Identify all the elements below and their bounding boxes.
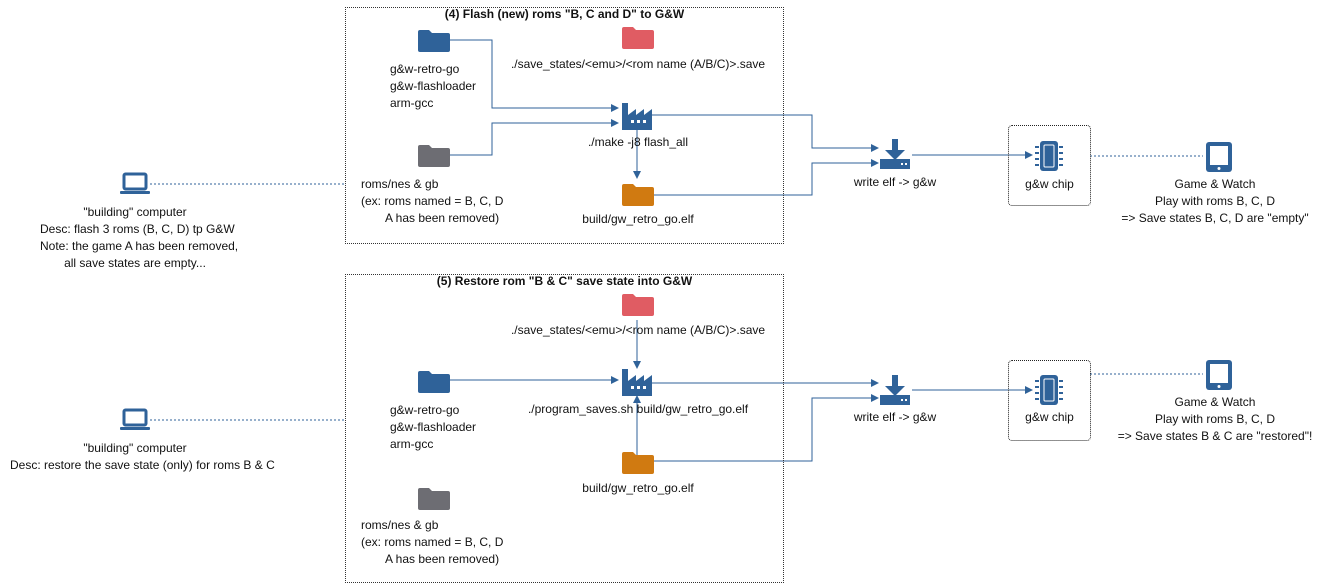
- laptop-icon: [120, 172, 150, 194]
- build-command-label: ./make -j8 flash_all: [587, 135, 689, 149]
- folder-icon: [622, 184, 654, 206]
- arrow-roms-to-build: [450, 119, 619, 156]
- section-flash-title: (4) Flash (new) roms "B, C and D" to G&W: [444, 7, 685, 21]
- arrow-elf-to-write-2: [652, 394, 879, 462]
- arrow-elf-to-write: [652, 159, 879, 196]
- repos-label: g&w-retro-go g&w-flashloader arm-gcc: [390, 62, 477, 110]
- folder-icon: [622, 452, 654, 474]
- save-states-label: ./save_states/<emu>/<rom name (A/B/C)>.s…: [510, 57, 766, 71]
- section-restore-title: (5) Restore rom "B & C" save state into …: [436, 274, 693, 288]
- tablet-icon: [1206, 360, 1232, 390]
- save-states-label: ./save_states/<emu>/<rom name (A/B/C)>.s…: [510, 323, 766, 337]
- write-elf-label: write elf -> g&w: [853, 410, 937, 424]
- laptop-icon: [120, 408, 150, 430]
- download-icon: [880, 375, 910, 405]
- download-icon: [880, 139, 910, 169]
- program-saves-label: ./program_saves.sh build/gw_retro_go.elf: [527, 402, 749, 416]
- section-flash-box: [345, 7, 784, 244]
- arrow-repos-to-build: [450, 39, 619, 112]
- section-restore-box: [345, 274, 784, 583]
- folder-icon: [418, 371, 450, 393]
- factory-icon: [622, 369, 652, 396]
- write-elf-label: write elf -> g&w: [853, 175, 937, 189]
- folder-icon: [622, 27, 654, 49]
- tablet-icon: [1206, 142, 1232, 172]
- repos-label: g&w-retro-go g&w-flashloader arm-gcc: [390, 403, 477, 451]
- game-watch-label: Game & Watch Play with roms B, C, D => S…: [1121, 177, 1309, 225]
- chip-label: g&w chip: [1025, 177, 1074, 191]
- elf-label: build/gw_retro_go.elf: [582, 212, 694, 226]
- chip-icon: [1035, 375, 1063, 405]
- roms-label: roms/nes & gb (ex: roms named = B, C, D …: [361, 177, 504, 225]
- folder-icon: [418, 30, 450, 52]
- elf-label: build/gw_retro_go.elf: [582, 481, 694, 495]
- arrow-build-to-write: [652, 114, 879, 152]
- folder-icon: [622, 294, 654, 316]
- gw-chip-box: [1008, 125, 1091, 206]
- gw-chip-box: [1008, 360, 1091, 441]
- folder-icon: [418, 145, 450, 167]
- roms-label: roms/nes & gb (ex: roms named = B, C, D …: [361, 518, 504, 566]
- folder-icon: [418, 488, 450, 510]
- chip-icon: [1035, 141, 1063, 171]
- game-watch-label: Game & Watch Play with roms B, C, D => S…: [1117, 395, 1313, 443]
- computer-description: "building" computer Desc: flash 3 roms (…: [40, 205, 239, 270]
- computer-description: "building" computer Desc: restore the sa…: [10, 441, 275, 472]
- factory-icon: [622, 103, 652, 130]
- chip-label: g&w chip: [1025, 410, 1074, 424]
